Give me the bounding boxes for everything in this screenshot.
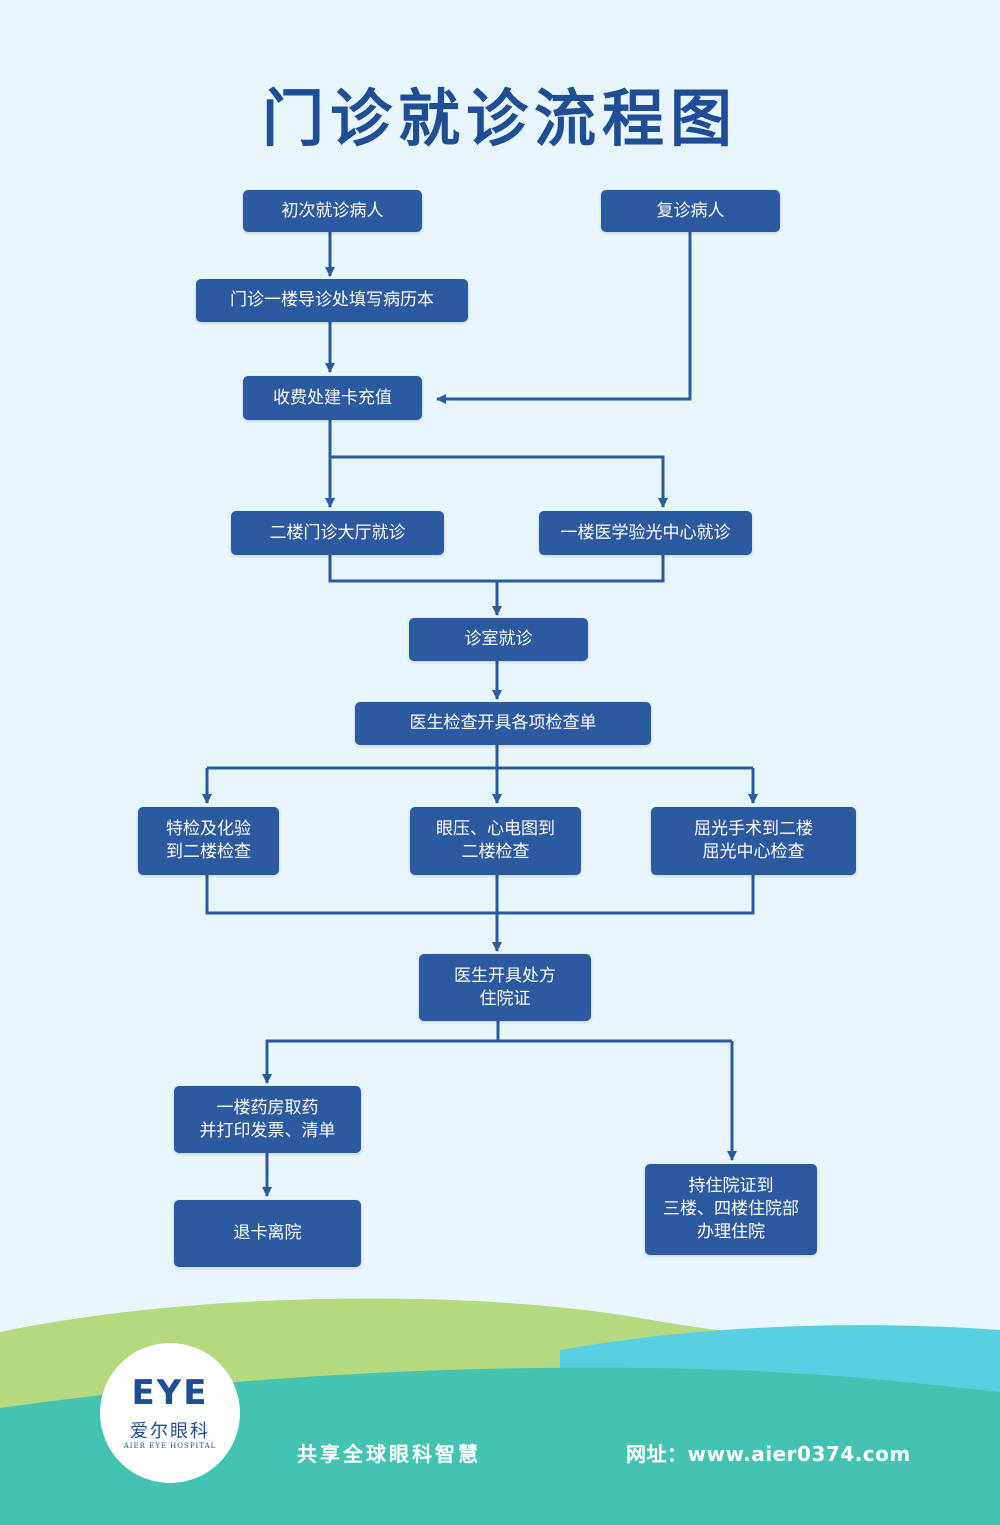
node-optometry-center: 一楼医学验光中心就诊 (539, 511, 752, 555)
node-pharmacy: 一楼药房取药 并打印发票、清单 (174, 1086, 361, 1153)
logo-eye-mark: EYE (131, 1373, 209, 1413)
node-special-exam: 特检及化验 到二楼检查 (138, 807, 279, 875)
node-guide-desk: 门诊一楼导诊处填写病历本 (196, 279, 468, 322)
node-consult-room: 诊室就诊 (409, 618, 588, 661)
node-return-visit: 复诊病人 (601, 190, 780, 232)
node-second-floor-hall: 二楼门诊大厅就诊 (231, 511, 444, 555)
arrow-to-pharmacy (262, 1039, 732, 1084)
footer-slogan: 共享全球眼科智慧 (297, 1442, 481, 1466)
wave-teal (0, 1367, 1000, 1525)
node-ecg-exam: 眼压、心电图到 二楼检查 (410, 807, 581, 875)
merge-exams (205, 875, 755, 915)
node-prescription: 医生开具处方 住院证 (419, 954, 591, 1021)
page-title: 门诊就诊流程图 (261, 82, 738, 155)
logo-name-cn: 爱尔眼科 (130, 1421, 210, 1442)
footer-website: 网址：www.aier0374.com (626, 1442, 911, 1466)
hospital-logo: EYE 爱尔眼科 AIER EYE HOSPITAL (100, 1343, 240, 1483)
node-leave: 退卡离院 (174, 1200, 361, 1267)
logo-name-en: AIER EYE HOSPITAL (123, 1442, 217, 1450)
arrow-return-to-cashier (436, 232, 692, 404)
node-inpatient: 持住院证到 三楼、四楼住院部 办理住院 (645, 1164, 817, 1255)
arrow-cashier-to-optometry (330, 455, 668, 508)
node-exam-orders: 医生检查开具各项检查单 (355, 702, 651, 745)
node-first-visit: 初次就诊病人 (243, 190, 422, 232)
node-cashier: 收费处建卡充值 (243, 376, 422, 420)
node-refractive-exam: 屈光手术到二楼 屈光中心检查 (651, 807, 856, 875)
